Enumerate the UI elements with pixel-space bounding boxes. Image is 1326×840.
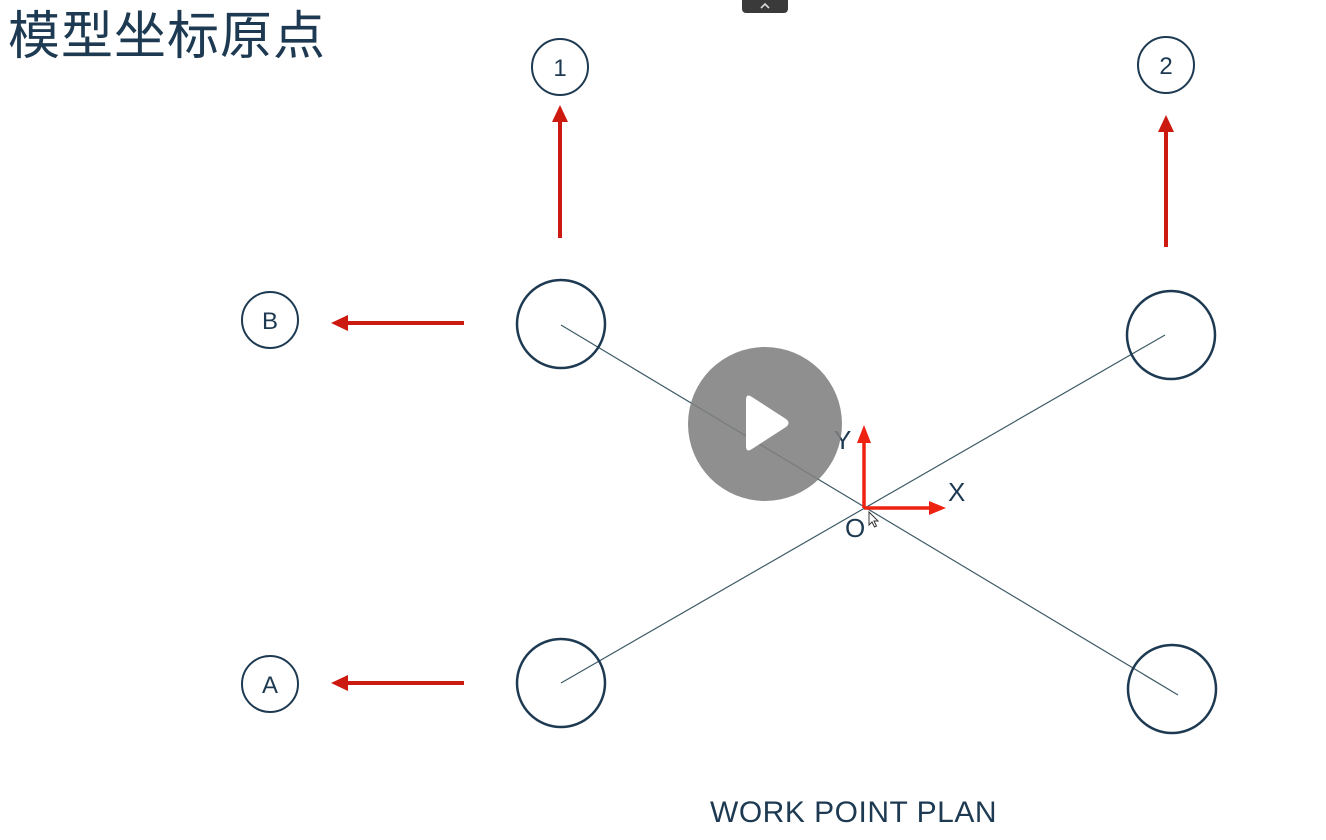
collapse-toolbar-button[interactable]	[742, 0, 788, 13]
grid-label-b: B	[262, 308, 278, 335]
diagonal-line-b1-a2	[560, 324, 1179, 696]
work-point-b1	[515, 278, 607, 370]
work-point-b2	[1125, 289, 1217, 381]
origin-label: O	[845, 513, 865, 543]
grid-label-a: A	[262, 672, 278, 699]
arrow-to-grid-b	[331, 315, 464, 331]
diagonal-line-a1-b2	[560, 334, 1166, 684]
work-point-a2	[1126, 643, 1218, 735]
play-icon	[746, 395, 789, 451]
play-button[interactable]	[688, 347, 842, 501]
slide-title: 模型坐标原点	[8, 7, 327, 67]
origin-y-axis-arrow	[857, 425, 871, 508]
arrow-to-grid-a	[331, 675, 464, 691]
grid-label-2: 2	[1159, 53, 1172, 80]
grid-bubble-2: 2	[1137, 36, 1195, 94]
plan-caption: WORK POINT PLAN	[710, 796, 997, 829]
x-axis-label: X	[948, 477, 965, 507]
arrow-to-grid-1	[552, 105, 568, 238]
grid-bubble-1: 1	[531, 38, 589, 96]
mouse-cursor-icon	[868, 511, 880, 528]
arrow-to-grid-2	[1158, 115, 1174, 247]
grid-bubble-b: B	[241, 291, 299, 349]
origin-x-axis-arrow	[864, 501, 946, 515]
chevron-up-icon	[760, 2, 770, 9]
grid-bubble-a: A	[241, 655, 299, 713]
work-point-a1	[515, 637, 607, 729]
grid-label-1: 1	[553, 55, 566, 82]
